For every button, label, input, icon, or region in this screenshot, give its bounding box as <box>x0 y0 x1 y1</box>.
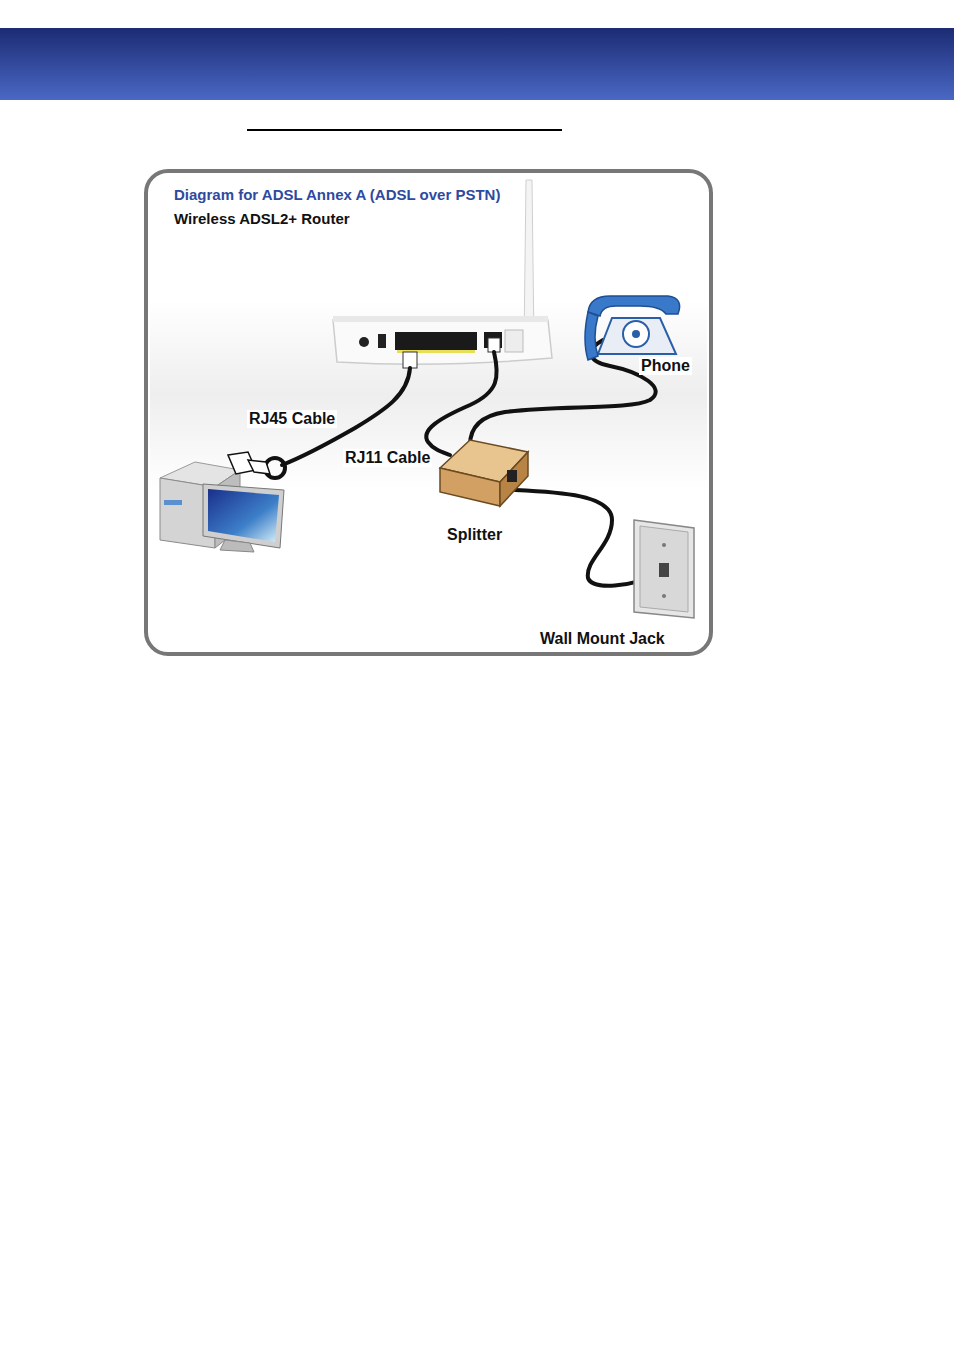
rj11-plug <box>488 338 500 352</box>
diagram-title: Diagram for ADSL Annex A (ADSL over PSTN… <box>174 187 500 202</box>
phone-cable <box>470 340 656 445</box>
router <box>333 316 552 364</box>
cable-label: RJ45 Cable <box>247 410 337 428</box>
background-band <box>150 300 707 490</box>
part-label: Phone <box>639 357 692 375</box>
wall-jack <box>634 520 694 618</box>
splitter <box>440 440 528 506</box>
rotary-phone <box>585 296 680 360</box>
cables <box>282 340 664 586</box>
header-bar <box>0 28 954 100</box>
rj11-cable <box>426 352 497 455</box>
part-label: Wall Mount Jack <box>540 631 665 647</box>
rj45-plug <box>403 352 417 368</box>
heading-rule <box>247 129 562 131</box>
diagram-panel <box>146 171 711 654</box>
device-name: Wireless ADSL2+ Router <box>174 211 350 226</box>
computer <box>160 452 285 552</box>
part-label: Splitter <box>447 527 502 543</box>
cable-label: RJ11 Cable <box>343 449 432 467</box>
